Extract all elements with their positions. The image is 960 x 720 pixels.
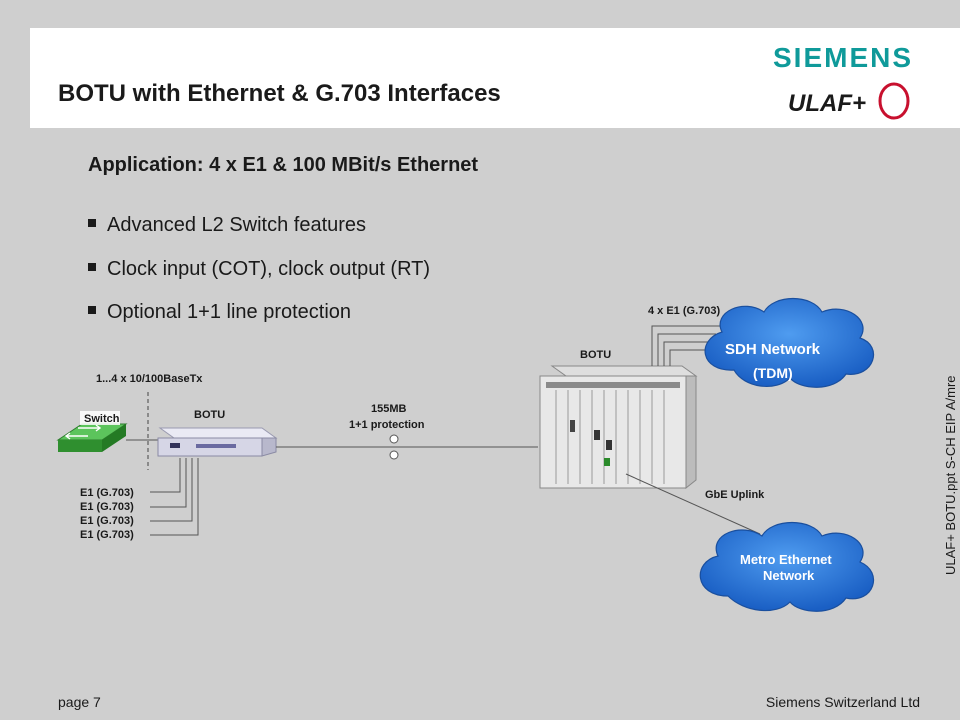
e1-port-lines [150, 458, 199, 536]
protection-label: 1+1 protection [349, 419, 425, 431]
side-document-ref: ULAF+ BOTU.ppt S-CH EIP A/mre [943, 375, 958, 575]
bullet-item: Optional 1+1 line protection [88, 301, 351, 324]
botu-rack-icon [539, 365, 698, 490]
e1-bundle-lines [651, 325, 722, 366]
botu-left-device-icon [157, 427, 278, 457]
e1-port-label: E1 (G.703) [80, 515, 134, 527]
bullet-text: Clock input (COT), clock output (RT) [107, 258, 431, 280]
gbe-uplink-line [625, 473, 761, 535]
line-rate-label: 155MB [371, 403, 407, 415]
ulaf-logo: ULAF+ [788, 82, 910, 120]
slide-title: BOTU with Ethernet & G.703 Interfaces [58, 80, 501, 107]
bullet-text: Advanced L2 Switch features [107, 214, 367, 236]
e1-port-label: E1 (G.703) [80, 501, 134, 513]
metro-cloud-title: Metro Ethernet [740, 552, 832, 567]
metro-cloud-subtitle: Network [763, 568, 815, 583]
ulaf-swoosh [878, 82, 910, 120]
e1-port-label: E1 (G.703) [80, 487, 134, 499]
botu-left-label: BOTU [194, 409, 225, 421]
sdh-cloud-icon [704, 298, 875, 388]
bullet-text: Optional 1+1 line protection [107, 301, 352, 323]
botu-right-label: BOTU [580, 349, 611, 361]
protection-marker-bottom [389, 450, 399, 460]
switch-label: Switch [84, 413, 120, 425]
sdh-cloud-title: SDH Network [725, 341, 821, 358]
gbe-uplink-label: GbE Uplink [705, 489, 765, 501]
footer-company: Siemens Switzerland Ltd [765, 694, 920, 710]
sdh-cloud-subtitle: (TDM) [753, 365, 793, 381]
siemens-logo: SIEMENS [773, 42, 914, 73]
switch-icon [56, 411, 128, 452]
bullet-item: Clock input (COT), clock output (RT) [88, 258, 430, 281]
bullet-item: Advanced L2 Switch features [88, 214, 366, 237]
e1-bundle-label: 4 x E1 (G.703) [648, 305, 720, 317]
ethernet-ports-label: 1...4 x 10/100BaseTx [96, 373, 203, 385]
metro-ethernet-cloud-icon [699, 521, 875, 612]
e1-port-label: E1 (G.703) [80, 529, 134, 541]
bullet-square-icon [88, 219, 96, 227]
protection-marker-top [389, 434, 399, 444]
page-number: page 7 [58, 694, 101, 710]
bullet-square-icon [88, 263, 96, 271]
bullet-square-icon [88, 306, 96, 314]
header-band [30, 28, 960, 128]
subtitle: Application: 4 x E1 & 100 MBit/s Etherne… [88, 154, 479, 176]
ulaf-logo-text: ULAF+ [788, 90, 866, 117]
